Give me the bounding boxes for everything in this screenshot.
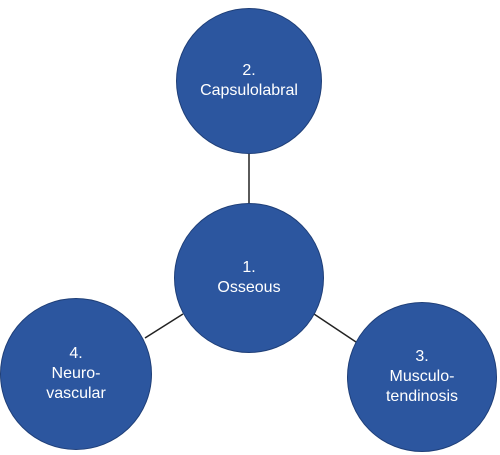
node-label: Capsulolabral	[200, 82, 298, 99]
node-number: 3.	[415, 348, 429, 365]
node-number: 2.	[242, 62, 256, 79]
node-capsulolabral: 2. Capsulolabral	[176, 8, 322, 154]
node-number: 4.	[69, 345, 83, 362]
node-number: 1.	[242, 259, 256, 276]
node-osseous: 1. Osseous	[174, 203, 324, 353]
node-neurovascular: 4. Neuro- vascular	[0, 298, 152, 450]
node-label-line-1: Musculo-	[389, 368, 455, 385]
node-label-line-2: tendinosis	[385, 388, 459, 405]
node-label-line-1: Neuro-	[51, 365, 101, 382]
node-label-line-2: vascular	[46, 385, 106, 402]
node-label: Osseous	[217, 279, 281, 296]
connector-osseous-neurovascular	[144, 313, 184, 339]
node-musculotendinosis: 3. Musculo- tendinosis	[347, 302, 497, 452]
connector-osseous-musculotendinosis	[313, 313, 357, 343]
